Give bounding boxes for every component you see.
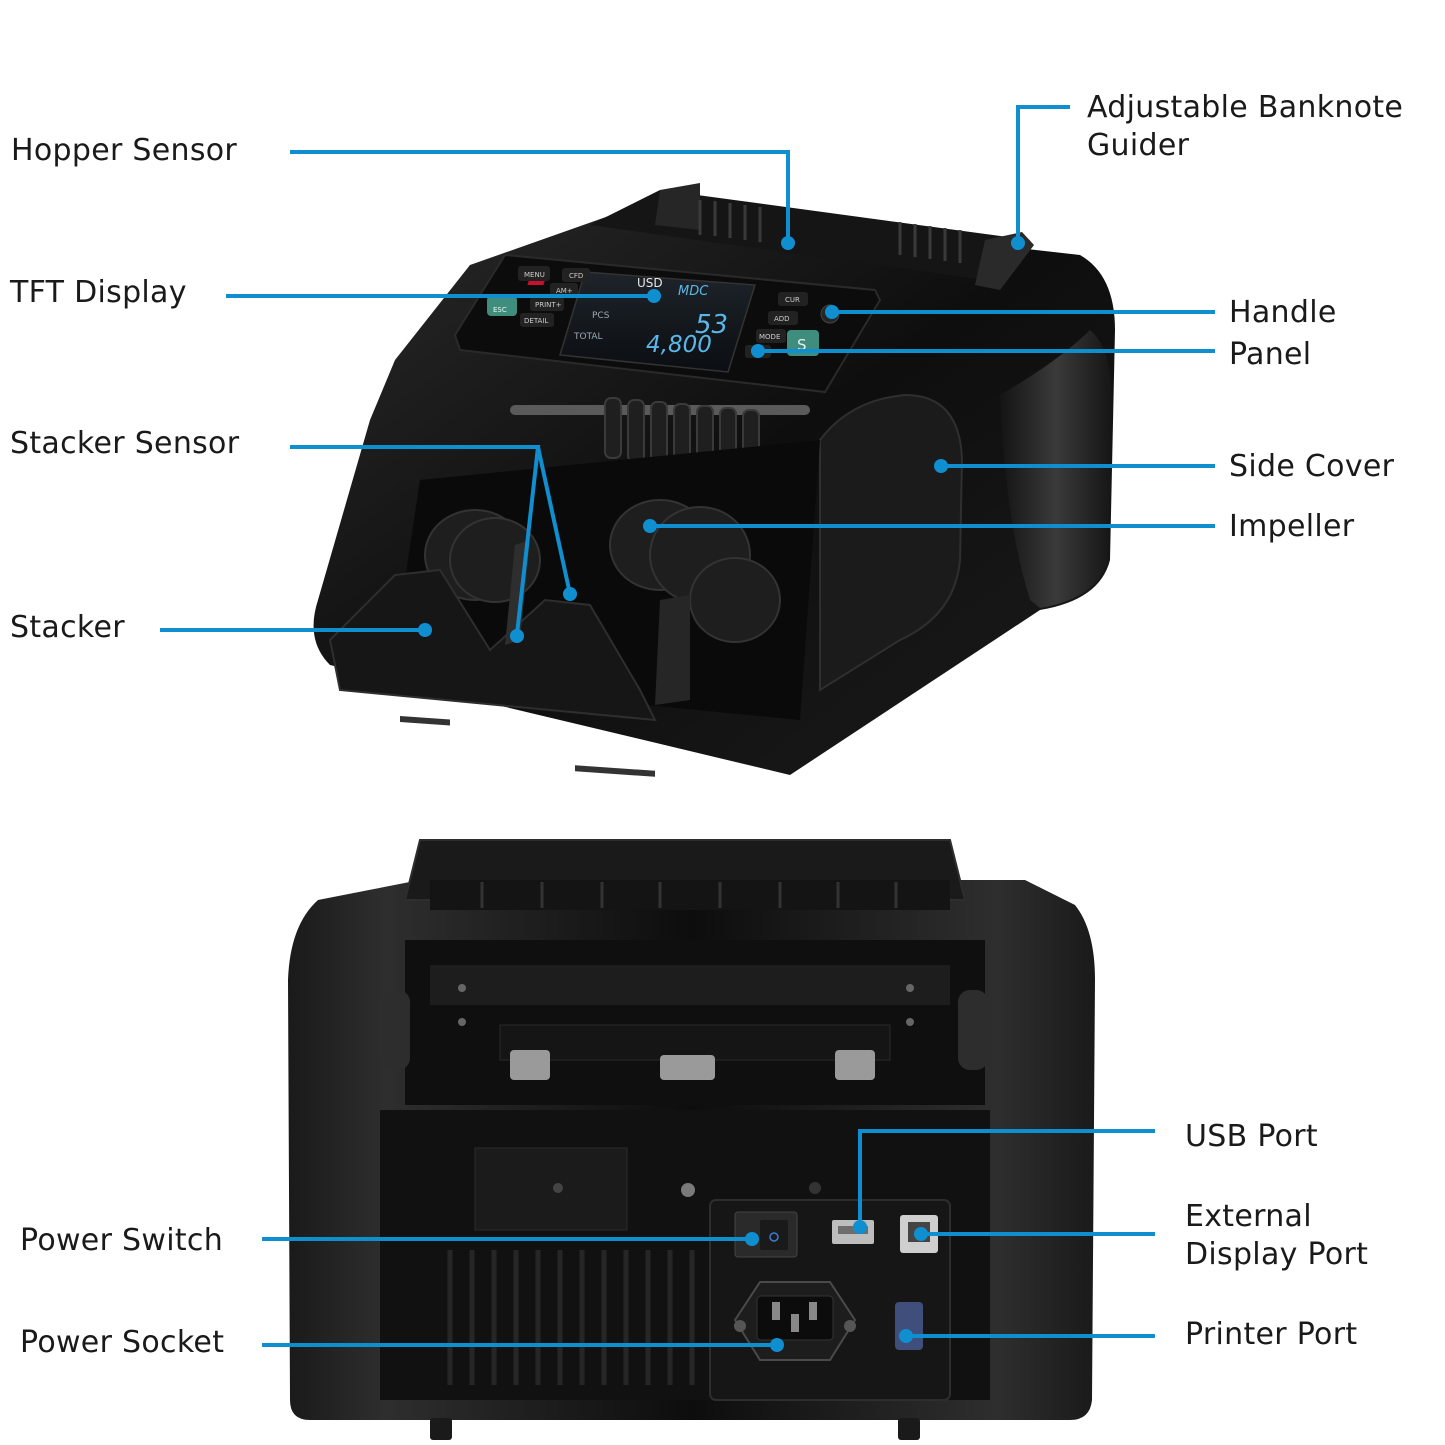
side-cover-label: Side Cover bbox=[1229, 449, 1395, 484]
callout-leaders bbox=[160, 105, 1215, 1347]
print-button-label: PRINT+ bbox=[535, 301, 562, 309]
mode-button-label: MODE bbox=[759, 333, 780, 341]
usb-port-label: USB Port bbox=[1185, 1119, 1318, 1154]
adjustable-banknote-guider-label: Adjustable Banknote Guider bbox=[1087, 90, 1404, 163]
usb-port-leader bbox=[858, 1129, 1155, 1227]
external-display-port-label: External Display Port bbox=[1185, 1199, 1369, 1272]
handle-label: Handle bbox=[1229, 295, 1337, 330]
counter-rear-view bbox=[288, 839, 1095, 1440]
panel-label: Panel bbox=[1229, 337, 1312, 372]
hopper-sensor-label: Hopper Sensor bbox=[11, 133, 238, 168]
am-button[interactable] bbox=[550, 283, 578, 297]
callout-dots bbox=[418, 236, 1025, 1352]
cfd-button-label: CFD bbox=[569, 272, 583, 280]
printer-port-label: Printer Port bbox=[1185, 1317, 1358, 1352]
cur-button[interactable] bbox=[778, 292, 808, 306]
panel-buttons-left: MENU CFD AM+ PRINT+ ESC DETAIL bbox=[487, 266, 590, 327]
display-mode: MDC bbox=[678, 284, 709, 299]
menu-button[interactable] bbox=[518, 266, 550, 281]
stacker-sensor-label: Stacker Sensor bbox=[10, 426, 240, 461]
impeller-label: Impeller bbox=[1229, 509, 1355, 544]
printer-port-socket[interactable] bbox=[895, 1302, 923, 1350]
cur-button-label: CUR bbox=[785, 296, 800, 304]
menu-button-label: MENU bbox=[524, 271, 545, 279]
add-button[interactable] bbox=[768, 311, 798, 325]
power-switch-label: Power Switch bbox=[20, 1223, 224, 1258]
print-button[interactable] bbox=[530, 297, 564, 311]
display-total-label: TOTAL bbox=[573, 332, 603, 342]
am-button-label: AM+ bbox=[556, 287, 573, 295]
display-pcs-value: 53 bbox=[695, 310, 728, 340]
power-socket-label: Power Socket bbox=[20, 1325, 225, 1360]
cfd-button[interactable] bbox=[562, 268, 590, 282]
add-button-label: ADD bbox=[774, 315, 790, 323]
detail-button-label: DETAIL bbox=[524, 317, 548, 325]
stacker-label: Stacker bbox=[10, 610, 125, 645]
mode-button[interactable] bbox=[756, 329, 786, 343]
display-pcs-label: PCS bbox=[592, 311, 610, 321]
display-currency: USD bbox=[637, 276, 663, 290]
hopper-sensor-leader bbox=[290, 150, 790, 241]
counter-front-view: USD MDC PCS 53 TOTAL 4,800 MENU CFD AM+ … bbox=[313, 183, 1116, 777]
esc-button-label: ESC bbox=[493, 306, 507, 314]
esc-button[interactable] bbox=[487, 296, 517, 316]
display-total-value: 4,800 bbox=[646, 332, 712, 358]
detail-button[interactable] bbox=[520, 313, 554, 327]
stacker-sensor-leader-2 bbox=[536, 446, 572, 595]
guider-leader bbox=[1016, 105, 1070, 241]
start-button-icon: S bbox=[797, 336, 807, 354]
tft-display-label: TFT Display bbox=[10, 275, 187, 310]
